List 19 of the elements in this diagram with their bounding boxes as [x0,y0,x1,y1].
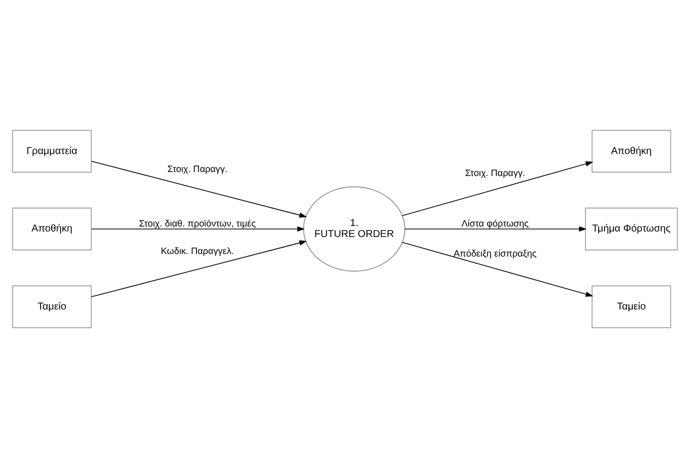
arrow [91,226,305,232]
arrow [91,160,307,218]
node-box: Ταμείο [592,284,672,328]
node-box: Αποθήκη [12,207,92,250]
node-box: Γραμματεία [12,129,92,172]
edge-label: Στοιχ. Παραγγ. [465,168,526,178]
edge-label: Κωδικ. Παραγγελ. [160,245,234,256]
arrow [402,160,594,216]
arrow [404,226,587,232]
node-box: Τμήμα Φόρτωσης [584,207,678,250]
edge-label: Στοιχ. Παραγγ. [167,163,228,174]
node-box: Αποθήκη [592,129,672,172]
node-ellipse: 1. FUTURE ORDER [303,186,406,272]
edge-label: Απόδειξη είσπραξης [454,248,537,258]
arrow [402,241,594,296]
arrow [91,240,307,297]
node-box: Ταμείο [12,284,92,328]
edge-label: Λίστα φόρτωσης [461,218,529,228]
edge-label: Στοιχ. διαθ. προϊόντων, τιμές [139,218,256,228]
